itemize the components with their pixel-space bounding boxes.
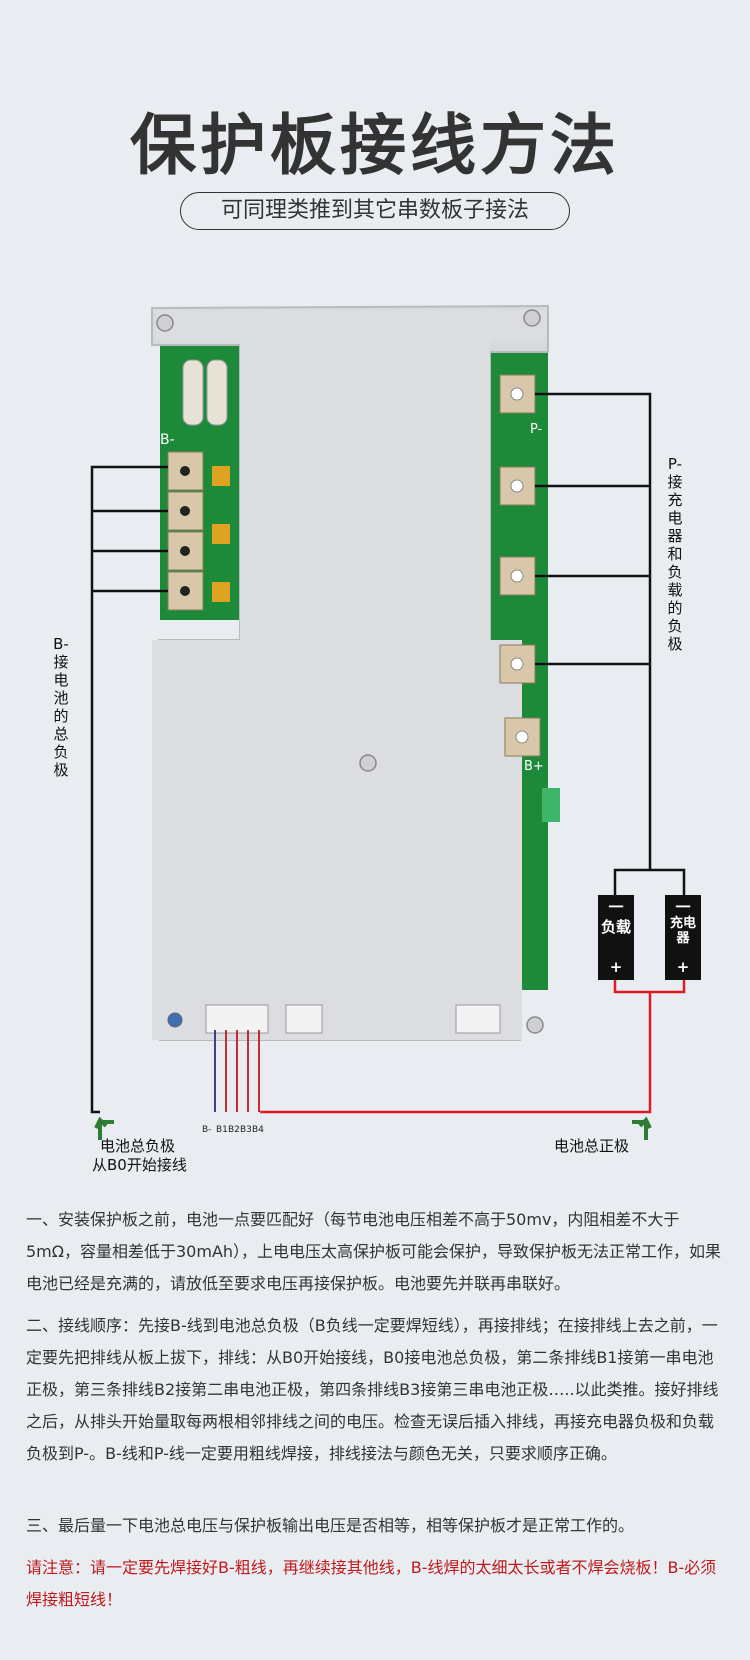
load-plus: + [609, 958, 623, 976]
instruction-paragraph-1: 一、安装保护板之前，电池一点要匹配好（每节电池电压相差不高于50mv，内阻相差不… [26, 1210, 722, 1293]
pin-label: B1 [216, 1125, 228, 1135]
terminal-icon [499, 374, 541, 757]
subtitle-pill: 可同理类推到其它串数板子接法 [180, 192, 570, 230]
b-plus-pcb-label: B+ [524, 759, 544, 774]
battery-positive-label: 电池总正极 [554, 1137, 630, 1155]
instruction-paragraph-3: 三、最后量一下电池总电压与保护板输出电压是否相等，相等保护板才是正常工作的。 [26, 1516, 635, 1535]
wiring-diagram [90, 304, 701, 1140]
start-from-b0-label: 从B0开始接线 [92, 1156, 187, 1174]
arrow-up-icon [94, 1116, 114, 1140]
arrow-up-icon [632, 1116, 652, 1140]
connector-icon [542, 788, 560, 822]
load-label: 负载 [601, 918, 632, 936]
terminal-icon [167, 451, 204, 611]
pin-label: B4 [252, 1125, 264, 1135]
p-minus-pcb-label: P- [530, 422, 543, 437]
b-side-label: B-接电池的总负极 [53, 635, 69, 779]
p-side-label: P-接充电器和负载的负极 [667, 455, 683, 653]
pin-label: B- [202, 1125, 212, 1135]
charger-box [665, 895, 701, 980]
connector-icon [285, 1004, 323, 1034]
charger-minus: 一 [675, 898, 691, 916]
load-minus: 一 [608, 898, 624, 916]
warning-note: 请注意：请一定要先焊接好B-粗线，再继续接其他线，B-线焊的太细太长或者不焊会烧… [26, 1558, 717, 1609]
battery-negative-label: 电池总负极 [100, 1137, 176, 1155]
pin-label: B3 [240, 1125, 252, 1135]
charger-label: 充电器 [669, 916, 696, 946]
charger-plus: + [676, 958, 690, 976]
connector-icon [205, 1004, 269, 1034]
screw-icon [156, 309, 544, 1034]
connector-icon [455, 1004, 501, 1034]
pin-label: B2 [228, 1125, 240, 1135]
instruction-paragraph-2: 二、接线顺序：先接B-线到电池总负极（B负线一定要焊短线），再接排线；在接排线上… [26, 1316, 719, 1463]
load-box [598, 895, 634, 980]
b-minus-pcb-label: B- [160, 432, 175, 448]
page-title: 保护板接线方法 [130, 107, 620, 184]
